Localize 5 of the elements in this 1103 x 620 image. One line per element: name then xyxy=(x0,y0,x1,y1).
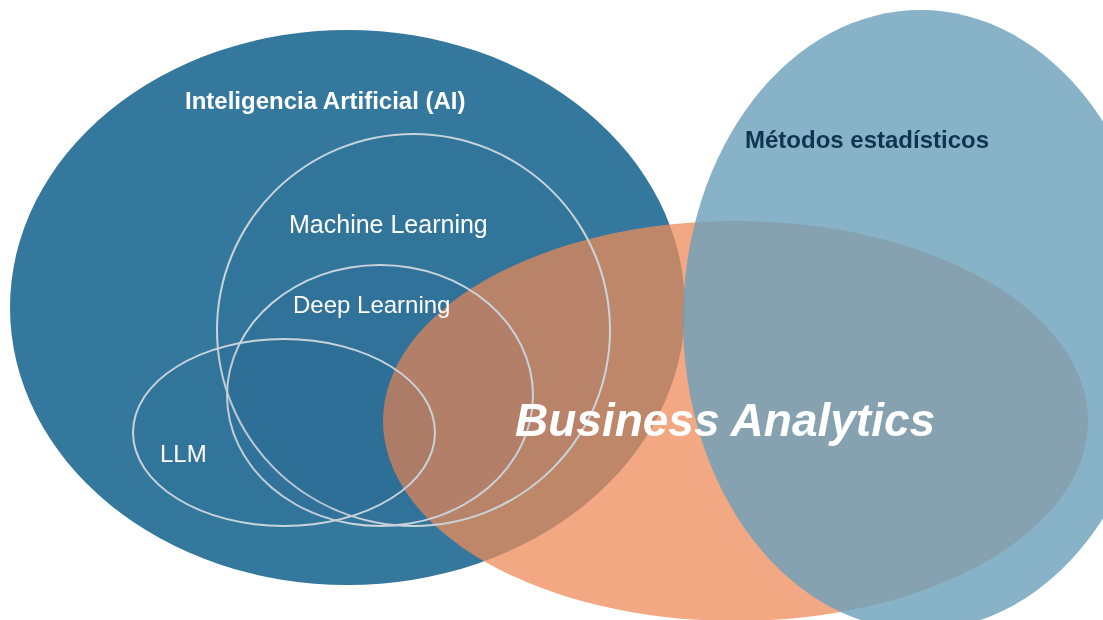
set-label: Deep Learning xyxy=(293,291,451,319)
set-label: LLM xyxy=(160,440,207,468)
set-label: Inteligencia Artificial (AI) xyxy=(185,87,466,115)
set-label: Métodos estadísticos xyxy=(745,126,990,154)
set-label: Machine Learning xyxy=(289,210,488,239)
